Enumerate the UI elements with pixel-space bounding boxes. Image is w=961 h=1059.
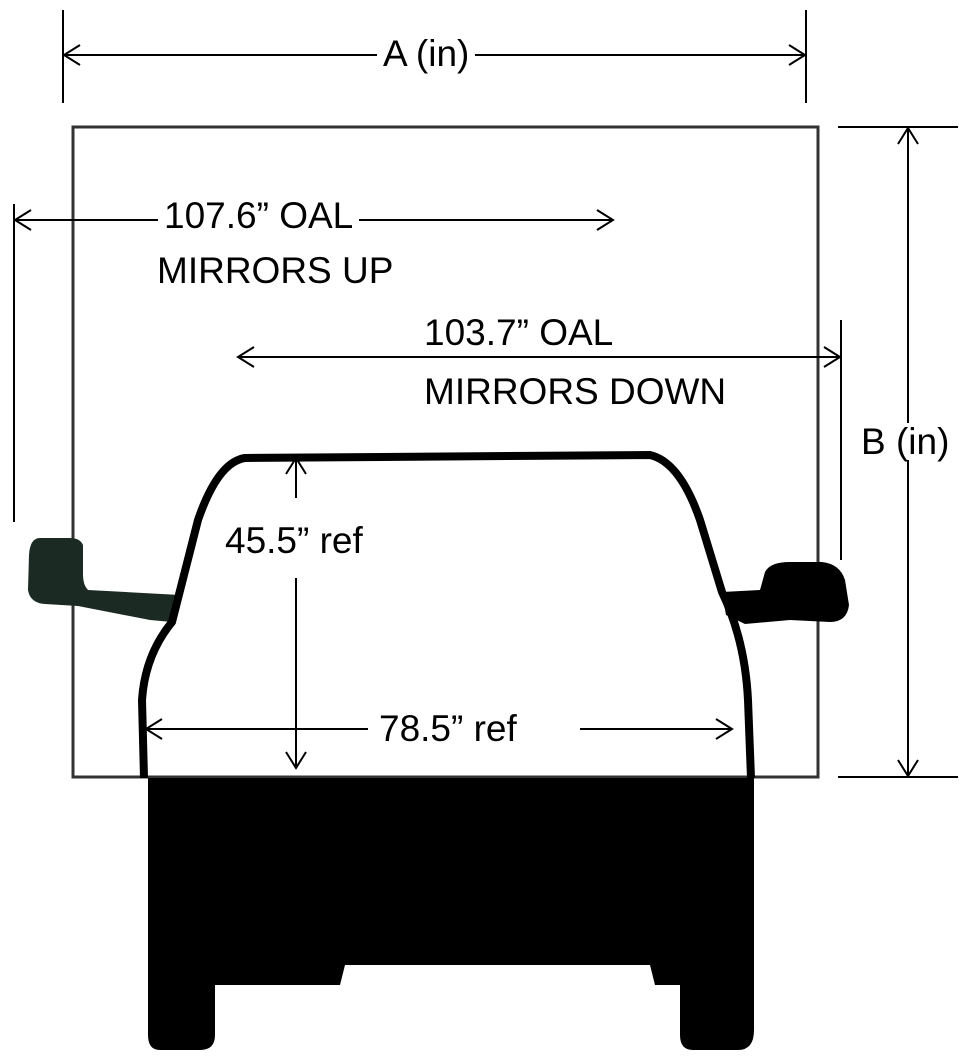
cab-height-label: 45.5” ref [225,520,363,561]
vehicle-lower-body [148,778,754,1050]
left-mirror [28,538,180,622]
vehicle-cab-outline [137,450,755,779]
cab-height-arrow [285,456,307,770]
mirrors-down-note: MIRRORS DOWN [424,371,727,412]
right-mirror [722,562,849,624]
dimension-b-label: B (in) [855,423,956,460]
mirrors-up-note: MIRRORS UP [157,250,394,291]
mirrors-down-value: 103.7” OAL [418,314,620,351]
mirrors-up-value: 107.6” OAL [158,197,360,234]
mirrors-down-arrow [236,320,842,560]
dimension-a-label: A (in) [377,35,476,72]
body-width-arrow [144,718,734,740]
cargo-box-outline [71,125,820,779]
body-width-label: 78.5” ref [373,710,523,747]
